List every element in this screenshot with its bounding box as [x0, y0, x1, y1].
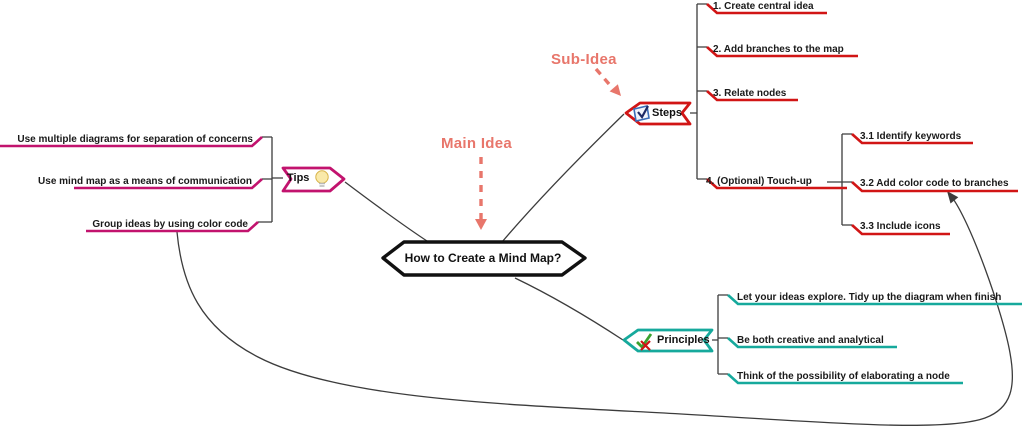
steps-subleaf-underline	[851, 181, 1018, 193]
steps-subleaf-underline	[851, 133, 973, 145]
central-node-label[interactable]: How to Create a Mind Map?	[404, 251, 562, 265]
principles-leaf-underline	[727, 294, 1022, 306]
steps-subleaf-underline	[851, 224, 950, 236]
tips-leaf-3[interactable]: Group ideas by using color code	[92, 219, 248, 230]
principles-leaf-1[interactable]: Let your ideas explore. Tidy up the diag…	[737, 292, 1002, 303]
cross-link-arrowhead	[947, 191, 959, 204]
tips-branch-tree	[258, 136, 283, 223]
principles-leaf-2[interactable]: Be both creative and analytical	[737, 335, 884, 346]
main-idea-arrowhead	[475, 219, 487, 230]
tips-leaf-underline	[86, 221, 259, 233]
lightbulb-icon	[315, 170, 329, 187]
tips-underlines	[0, 136, 263, 233]
principles-underlines	[727, 294, 1022, 385]
steps-subleaf-2[interactable]: 3.2 Add color code to branches	[860, 178, 1009, 189]
sub-idea-arrowhead	[609, 84, 621, 96]
steps-leaf-2[interactable]: 2. Add branches to the map	[713, 44, 844, 55]
tips-node-label[interactable]: Tips	[287, 172, 310, 184]
tips-leaf-underline	[0, 136, 263, 148]
principles-leaf-underline	[727, 373, 963, 385]
tips-leaf-underline	[74, 178, 263, 190]
check-cross-icon	[636, 333, 653, 351]
tips-leaf-1[interactable]: Use multiple diagrams for separation of …	[17, 134, 253, 145]
main-idea-label: Main Idea	[441, 135, 513, 152]
central-to-tips-line	[344, 181, 431, 244]
steps-subleaf-1[interactable]: 3.1 Identify keywords	[860, 131, 962, 142]
principles-node-label[interactable]: Principles	[657, 334, 710, 346]
central-to-principles-line	[514, 277, 624, 341]
principles-leaf-underline	[727, 337, 897, 349]
steps-node-label[interactable]: Steps	[652, 107, 682, 119]
central-to-steps-line	[501, 113, 625, 243]
steps-leaf-4[interactable]: 4. (Optional) Touch-up	[706, 176, 812, 187]
steps-leaf-underline	[706, 46, 858, 58]
cross-link-curve	[176, 195, 1013, 426]
steps-leaf-underline	[706, 3, 827, 15]
principles-leaf-3[interactable]: Think of the possibility of elaborating …	[737, 371, 950, 382]
tips-node-shape[interactable]	[281, 166, 346, 193]
principles-branch-tree	[712, 294, 728, 375]
steps-underlines	[706, 3, 1018, 236]
steps-leaf-1[interactable]: 1. Create central idea	[713, 1, 814, 12]
steps-leaf-underline	[706, 90, 798, 102]
checkbox-icon	[633, 105, 650, 122]
steps-subleaf-3[interactable]: 3.3 Include icons	[860, 221, 941, 232]
connector-lines	[176, 3, 1013, 426]
steps-branch-tree	[690, 3, 707, 180]
steps-subbranch-tree	[827, 133, 852, 226]
tips-leaf-2[interactable]: Use mind map as a means of communication	[38, 176, 252, 187]
sub-idea-arrow	[594, 67, 611, 86]
steps-leaf-3[interactable]: 3. Relate nodes	[713, 88, 787, 99]
sub-idea-label: Sub-Idea	[551, 51, 617, 68]
steps-leaf-underline	[706, 178, 847, 190]
central-node-shape[interactable]	[381, 240, 587, 277]
